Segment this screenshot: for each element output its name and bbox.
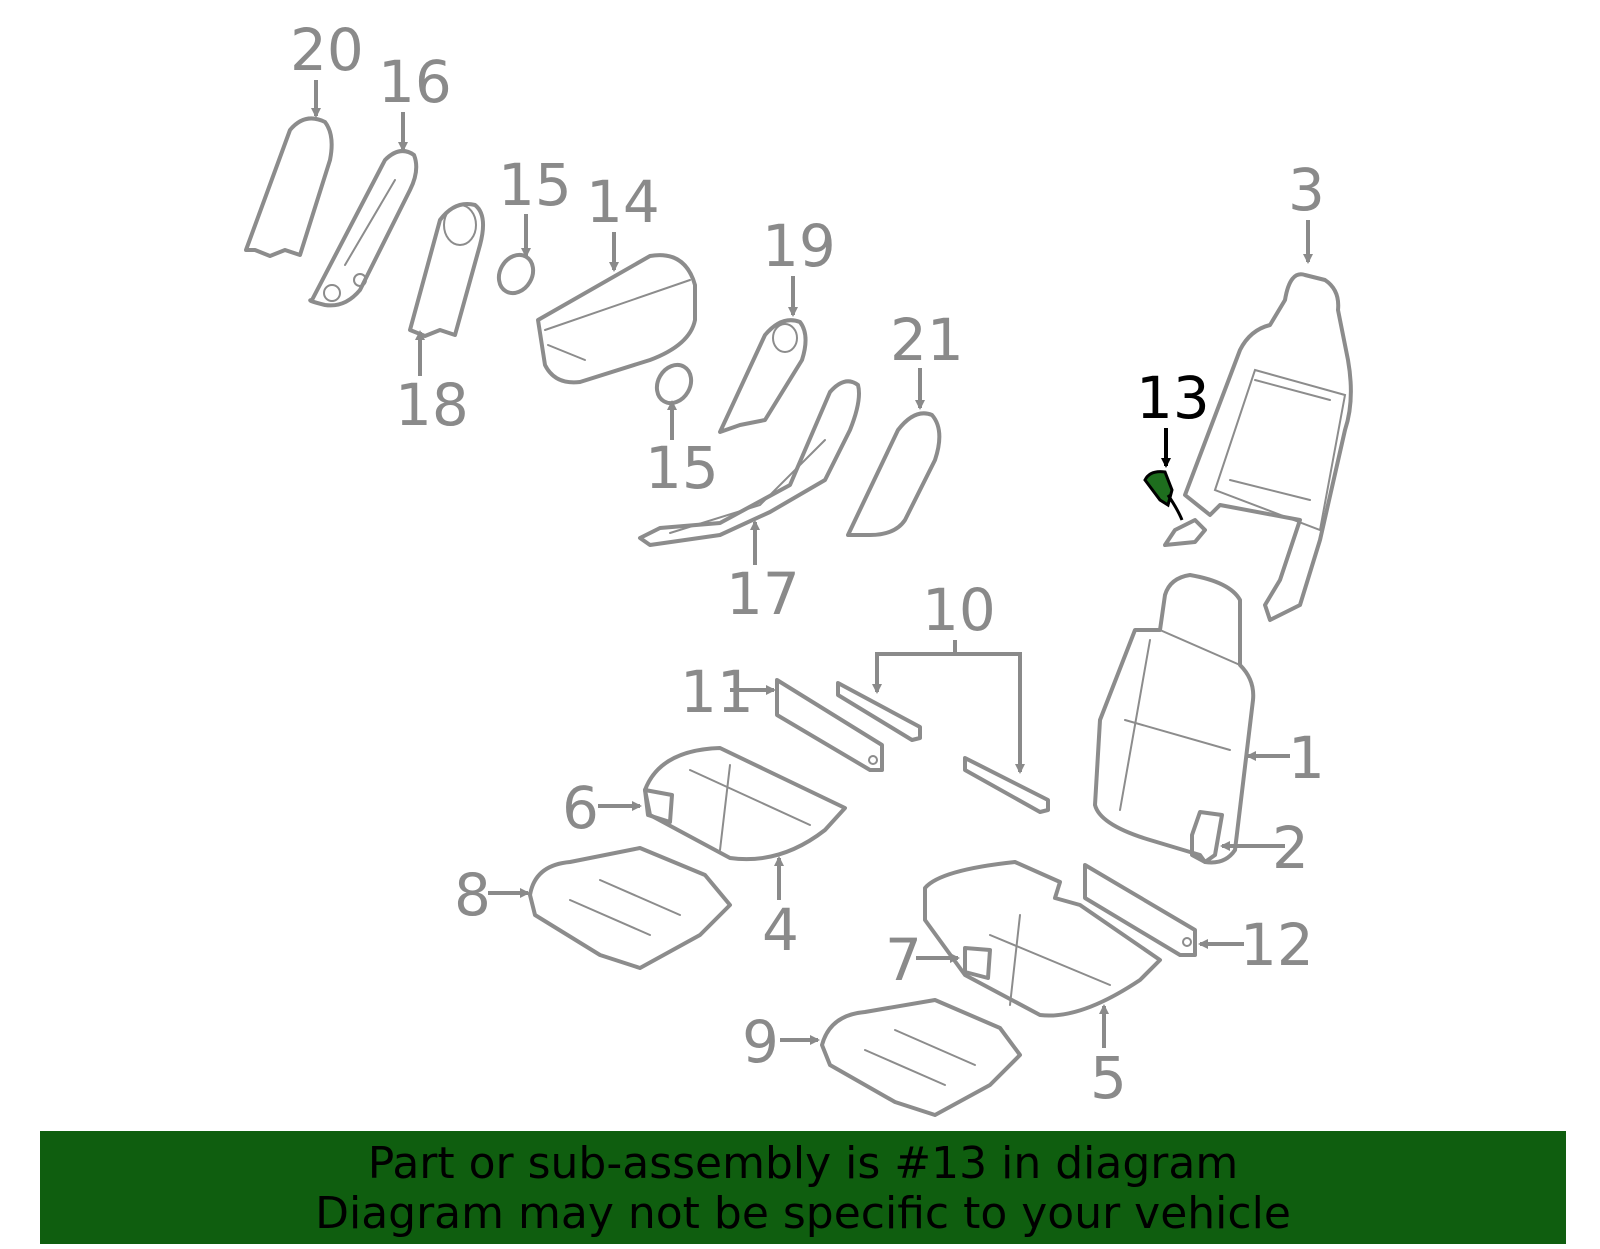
part-15-lower-shape (654, 362, 694, 406)
label-part-5: 5 (1090, 1044, 1127, 1112)
label-part-10: 10 (922, 576, 996, 644)
part-9-shape (820, 998, 1022, 1117)
label-part-11: 11 (680, 658, 754, 726)
label-part-9: 9 (742, 1008, 779, 1076)
part-17-shape (638, 379, 861, 547)
label-part-17: 17 (726, 560, 800, 628)
part-18-shape (408, 202, 486, 338)
label-part-21: 21 (890, 306, 964, 374)
part-2-shape (1190, 810, 1224, 864)
banner-line-2: Diagram may not be specific to your vehi… (315, 1188, 1291, 1239)
label-part-14: 14 (586, 168, 660, 236)
leader-arrows (311, 80, 1313, 1048)
label-part-16: 16 (378, 48, 452, 116)
label-part-6: 6 (562, 774, 599, 842)
callout-labels: 20 16 18 15 14 15 19 17 21 3 13 10 11 1 … (290, 16, 1325, 1112)
part-12-shape (1083, 863, 1197, 957)
part-15-top-shape (496, 252, 536, 296)
label-part-2: 2 (1272, 814, 1309, 882)
part-5-shape (923, 860, 1162, 1018)
banner-line-1: Part or sub-assembly is #13 in diagram (367, 1138, 1239, 1189)
label-part-8: 8 (454, 861, 491, 929)
part-8-shape (528, 846, 732, 970)
label-part-1: 1 (1288, 724, 1325, 792)
label-part-7: 7 (885, 926, 922, 994)
label-part-19: 19 (762, 212, 836, 280)
label-part-18: 18 (395, 371, 469, 439)
label-part-13: 13 (1136, 364, 1210, 432)
part-6-shape (643, 788, 674, 824)
part-19-shape (718, 318, 808, 434)
part-14-shape (536, 253, 697, 385)
disclaimer-banner: Part or sub-assembly is #13 in diagram D… (40, 1131, 1566, 1244)
part-4-shape (643, 746, 847, 862)
label-part-20: 20 (290, 16, 364, 84)
part-1-shape (1093, 573, 1256, 865)
part-3-shape (1183, 272, 1353, 622)
label-part-15-lower: 15 (645, 434, 719, 502)
part-20-shape (244, 116, 334, 258)
part-11-shape (775, 678, 884, 772)
part-7-shape (963, 946, 992, 980)
label-part-15-top: 15 (498, 151, 572, 219)
label-part-4: 4 (762, 896, 799, 964)
label-part-3: 3 (1288, 156, 1325, 224)
label-part-12: 12 (1240, 911, 1314, 979)
part-10-shape (836, 681, 1050, 814)
part-21-shape (846, 411, 942, 537)
part-13-shape (1143, 470, 1207, 547)
